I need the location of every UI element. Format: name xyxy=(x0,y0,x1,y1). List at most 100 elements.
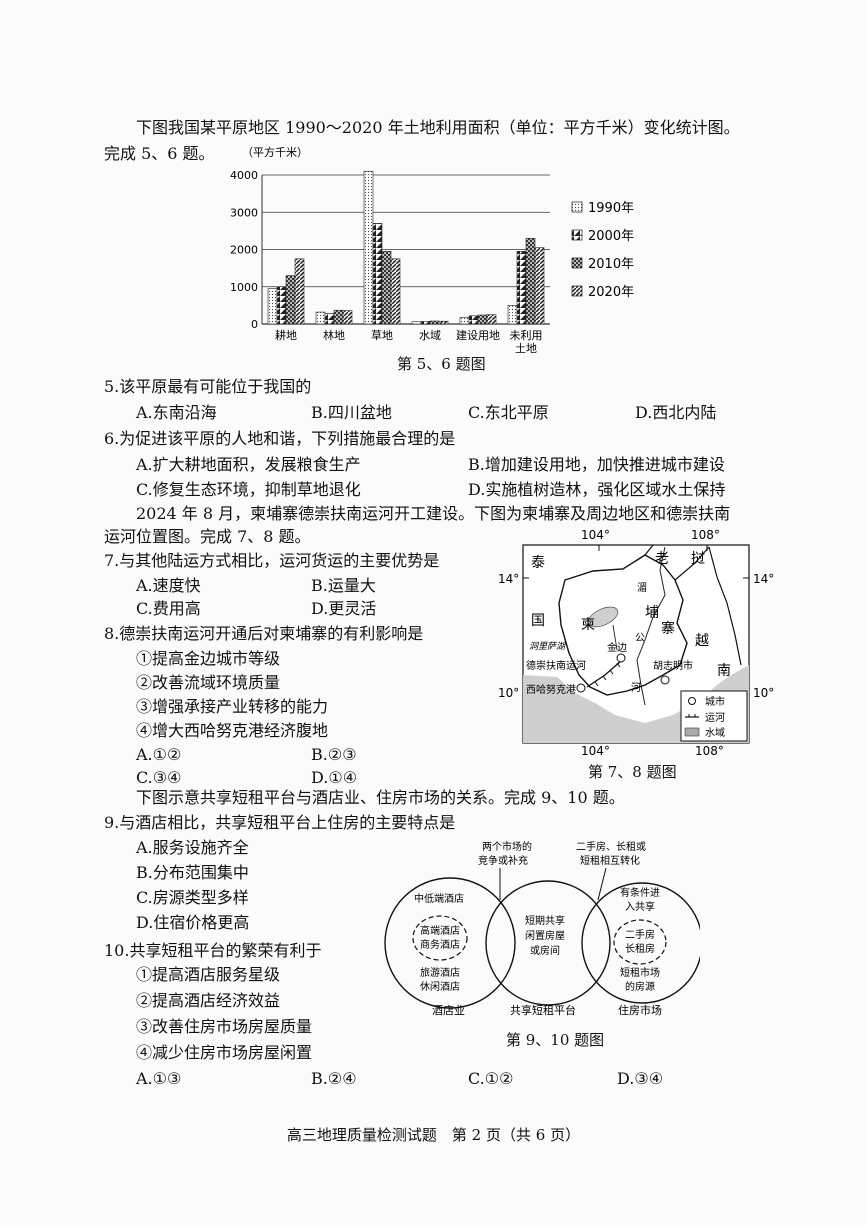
q8-option-c[interactable]: C.③④ xyxy=(136,768,182,787)
page-footer: 高三地理质量检测试题 第 2 页（共 6 页） xyxy=(286,1126,581,1144)
q10-option-d[interactable]: D.③④ xyxy=(617,1069,664,1088)
map-label-viet1: 越 xyxy=(695,633,709,649)
intro-5-6-line1: 下图我国某平原地区 1990～2020 年土地利用面积（单位：平方千米）变化统计… xyxy=(136,118,740,137)
q9-option-c[interactable]: C.房源类型多样 xyxy=(136,888,249,907)
sharing-venn-diagram: 两个市场的 竞争或补充 二手房、长租或 短租相互转化 中低端酒店 高端酒店 商务… xyxy=(384,840,700,1017)
venn-label-share: 共享短租平台 xyxy=(510,1003,576,1017)
chart-bar xyxy=(420,321,431,325)
map-mekong-river xyxy=(636,546,666,706)
venn-hotel-inner2: 商务酒店 xyxy=(420,938,460,951)
map-label-canal: 德崇扶南运河 xyxy=(526,659,586,672)
chart-legend-swatch xyxy=(571,229,583,241)
q9-option-b[interactable]: B.分布范围集中 xyxy=(136,863,249,882)
venn-hotel-inner1: 高端酒店 xyxy=(420,924,460,937)
venn-caption: 第 9、10 题图 xyxy=(506,1031,605,1049)
map-label-lao2: 挝 xyxy=(691,551,705,567)
q8-stem: 8.德崇扶南运河开通后对柬埔寨的有利影响是 xyxy=(104,624,424,643)
q5-option-c[interactable]: C.东北平原 xyxy=(468,403,549,422)
q6-option-a[interactable]: A.扩大耕地面积，发展粮食生产 xyxy=(136,455,361,474)
q10-statement-4: ④减少住房市场房屋闲置 xyxy=(136,1043,313,1062)
q8-option-b[interactable]: B.②③ xyxy=(311,745,357,764)
q10-stem: 10.共享短租平台的繁荣有利于 xyxy=(104,941,322,960)
q6-option-c[interactable]: C.修复生态环境，抑制草地退化 xyxy=(136,480,361,499)
q8-option-a[interactable]: A.①② xyxy=(136,745,182,764)
chart-xtick-label: 林地 xyxy=(323,328,345,342)
map-city-hcm-marker xyxy=(660,675,670,685)
chart-bar xyxy=(468,315,479,325)
chart-bar xyxy=(438,320,449,325)
q7-option-c[interactable]: C.费用高 xyxy=(136,599,201,618)
q5-option-d[interactable]: D.西北内陆 xyxy=(635,403,717,422)
chart-bar xyxy=(429,320,440,325)
q10-option-c[interactable]: C.①② xyxy=(468,1069,514,1088)
chart-bar xyxy=(324,313,335,325)
map-lon-bottom-right: 108° xyxy=(695,744,724,758)
q8-statement-1: ①提高金边城市等级 xyxy=(136,649,281,668)
q7-option-a[interactable]: A.速度快 xyxy=(136,576,201,595)
intro-5-6-line2: 完成 5、6 题。 xyxy=(104,144,215,163)
q8-statement-3: ③增强承接产业转移的能力 xyxy=(136,697,329,716)
chart-bar xyxy=(411,321,422,325)
venn-house-bottom2: 的房源 xyxy=(625,980,655,993)
land-use-bar-chart: （平方千米） 01000200030004000 耕地林地草地水域建设用地未利用… xyxy=(230,145,634,355)
q8-option-d[interactable]: D.①④ xyxy=(311,768,358,787)
intro-9-10: 下图示意共享短租平台与酒店业、住房市场的关系。完成 9、10 题。 xyxy=(136,788,625,807)
chart-ytick-label: 3000 xyxy=(230,206,258,219)
chart-bar xyxy=(516,251,527,325)
map-lon-top-right: 108° xyxy=(691,528,720,542)
chart-legend-swatch xyxy=(571,285,583,297)
map-label-phnompenh: 金边 xyxy=(607,641,627,654)
venn-share-circle xyxy=(485,880,611,1006)
venn-note-right2: 短租相互转化 xyxy=(580,854,640,867)
chart-xtick-label: 耕地 xyxy=(275,328,297,342)
map-cambodia-border xyxy=(558,554,688,696)
map-canal-line xyxy=(586,660,622,688)
q6-option-d[interactable]: D.实施植树造林，强化区域水土保持 xyxy=(468,480,726,499)
chart-ytick-label: 1000 xyxy=(230,281,258,294)
chart-bar xyxy=(342,310,353,325)
chart-bars xyxy=(267,170,545,325)
map-legend-water: 水域 xyxy=(705,726,725,739)
chart-bar xyxy=(390,258,401,325)
venn-share-1: 短期共享 xyxy=(525,914,565,927)
chart-bar xyxy=(507,305,518,325)
chart-ytick-label: 0 xyxy=(251,318,258,331)
map-label-mekong3: 河 xyxy=(631,682,641,694)
venn-label-hotel: 酒店业 xyxy=(432,1003,465,1017)
venn-house-top2: 入共享 xyxy=(625,900,655,913)
chart-bar xyxy=(534,247,545,325)
map-legend-canal: 运河 xyxy=(705,712,725,724)
chart-bar xyxy=(477,314,488,325)
chart-legend-swatch xyxy=(571,201,583,213)
q6-stem: 6.为促进该平原的人地和谐，下列措施最合理的是 xyxy=(104,429,456,448)
map-label-cam3: 寨 xyxy=(661,620,675,637)
q7-option-d[interactable]: D.更灵活 xyxy=(311,599,377,618)
q5-option-b[interactable]: B.四川盆地 xyxy=(311,403,392,422)
map-label-viet2: 南 xyxy=(717,663,731,679)
q6-option-b[interactable]: B.增加建设用地，加快推进城市建设 xyxy=(468,455,725,474)
chart-bar xyxy=(459,316,470,325)
chart-bar xyxy=(276,286,287,325)
q10-option-b[interactable]: B.②④ xyxy=(311,1069,357,1088)
venn-hotel-bottom2: 休闲酒店 xyxy=(420,980,460,993)
chart-xtick-label: 土地 xyxy=(515,342,537,355)
q9-option-d[interactable]: D.住宿价格更高 xyxy=(136,913,250,932)
q5-option-a[interactable]: A.东南沿海 xyxy=(136,403,217,422)
q7-option-b[interactable]: B.运量大 xyxy=(311,576,376,595)
q9-option-a[interactable]: A.服务设施齐全 xyxy=(136,838,249,857)
intro-7-8-line1: 2024 年 8 月，柬埔寨德崇扶南运河开工建设。下图为柬埔寨及周边地区和德崇扶… xyxy=(136,504,731,523)
map-label-port: 西哈努克港 xyxy=(526,683,576,696)
q10-option-a[interactable]: A.①③ xyxy=(136,1069,182,1088)
venn-note-left2: 竞争或补充 xyxy=(478,854,528,867)
venn-house-inner2: 长租房 xyxy=(625,942,655,955)
venn-share-2: 闲置房屋 xyxy=(525,929,565,942)
q8-statement-2: ②改善流域环境质量 xyxy=(136,673,281,692)
chart-bar xyxy=(333,309,344,325)
chart-caption: 第 5、6 题图 xyxy=(397,355,486,373)
q10-statement-1: ①提高酒店服务星级 xyxy=(136,965,281,984)
chart-bar xyxy=(267,288,278,325)
map-label-cam1: 柬 xyxy=(581,617,595,633)
map-caption: 第 7、8 题图 xyxy=(588,763,677,781)
